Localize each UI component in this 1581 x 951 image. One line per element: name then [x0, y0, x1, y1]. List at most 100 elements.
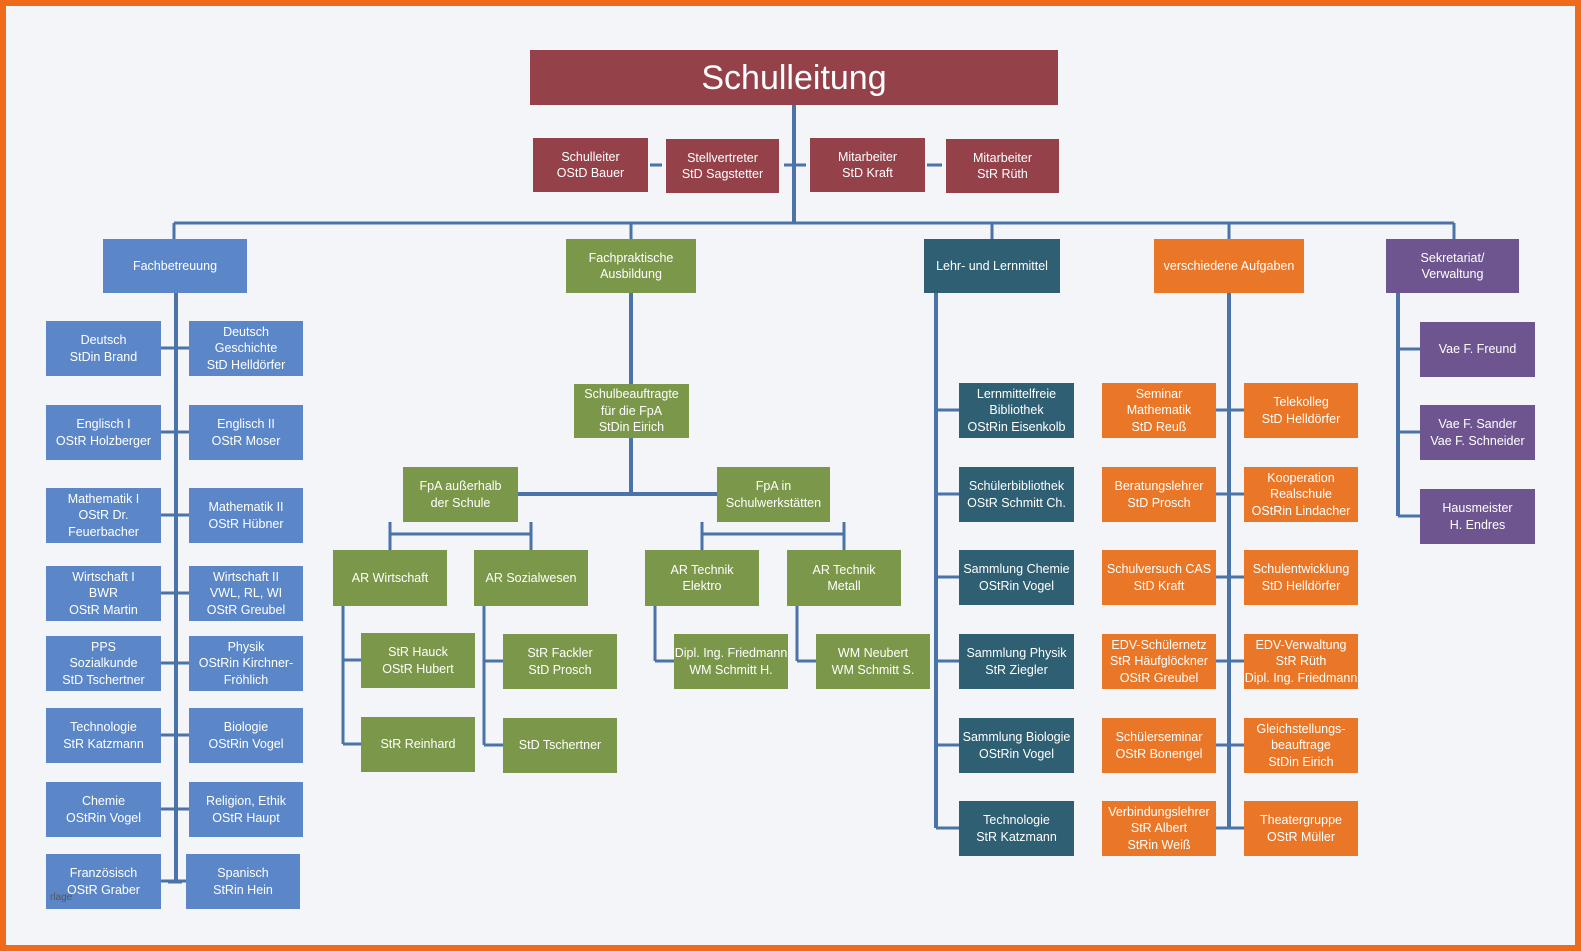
leadership-box-stellvertreter-line: StD Sagstetter — [681, 167, 764, 181]
aufgabe-box-line: Theatergruppe — [1259, 813, 1342, 827]
fachbetreuung-subject-box-line: StD Tschertner — [62, 672, 145, 687]
aufgabe-box-line: StD Prosch — [1127, 495, 1191, 510]
fpa-staff-box-line: StR Hauck — [388, 645, 448, 659]
fpa-schulbeauftragte-box-line: Schulbeauftragte — [584, 387, 679, 402]
fachbetreuung-subject-box-line: VWL, RL, WI — [209, 586, 283, 601]
fpa-staff-box-line: OStR Hubert — [382, 661, 454, 676]
fachbetreuung-subject-box-line: OStR Moser — [211, 433, 281, 448]
fachbetreuung-subject-box-line: Sozialkunde — [69, 656, 138, 671]
fachbetreuung-subject-box-line: OStR Greubel — [206, 602, 286, 617]
fachbetreuung-subject-box-line: Mathematik II — [208, 500, 284, 514]
sekretariat-staff-box-line: Vae F. Schneider — [1430, 433, 1525, 448]
fachbetreuung-subject-box-line: StR Katzmann — [63, 736, 144, 751]
fachbetreuung-subject-box-line: StRin Hein — [213, 882, 273, 897]
aufgabe-box-line: StD Kraft — [1133, 578, 1185, 593]
connector-lines — [161, 105, 1456, 884]
department-box-sekretariat: Sekretariat/Verwaltung — [1386, 239, 1519, 293]
fpa-ausserhalb-box-line: der Schule — [430, 495, 491, 510]
fachbetreuung-subject-box-line: OStR Hübner — [208, 516, 284, 531]
sekretariat-staff-box-line: Vae F. Sander — [1438, 417, 1517, 431]
fpa-werkstaetten-box-line: FpA in — [755, 479, 792, 493]
fachbetreuung-subject-box-line: Spanisch — [217, 866, 269, 880]
aufgabe-box-line: StR Häufglöckner — [1110, 654, 1208, 669]
fachbetreuung-subject-box-line: Geschichte — [214, 341, 278, 356]
fachbetreuung-subject-box-line: OStRin Kirchner- — [198, 656, 294, 671]
fachbetreuung-subject-box-line: Wirtschaft I — [72, 569, 135, 584]
fachbetreuung-subject-box-line: Französisch — [69, 866, 138, 880]
leadership-box-mitarbeiter-rueth-line: StR Rüth — [977, 167, 1028, 181]
aufgabe-box-line: OStR Müller — [1266, 829, 1336, 844]
lernmittel-box-line: StR Katzmann — [976, 829, 1057, 844]
fachbetreuung-subject-box-line: Wirtschaft II — [213, 569, 279, 584]
fpa-staff-box-line: StD Tschertner — [518, 738, 602, 753]
department-box-fachpraktische-ausbildung-line: Fachpraktische — [588, 250, 674, 265]
aufgabe-box-line: OStRin Lindacher — [1251, 503, 1351, 518]
aufgabe-box-line: StR Rüth — [1275, 654, 1327, 669]
fpa-staff-box: StD Tschertner — [503, 718, 617, 773]
aufgabe-box-line: Realschule — [1270, 487, 1332, 502]
fachbetreuung-subject-box-line: Englisch II — [217, 417, 275, 431]
sekretariat-staff-box-line: Vae F. Freund — [1438, 342, 1517, 357]
fachbetreuung-subject-box-line: Religion, Ethik — [206, 794, 286, 808]
leadership-box-schulleiter-line: OStD Bauer — [556, 166, 625, 180]
lernmittel-box-line: Lernmittelfreie — [976, 386, 1057, 401]
fachbetreuung-subject-box-line: Biologie — [223, 720, 269, 734]
ar-technik-metall-box-line: AR Technik — [812, 562, 876, 577]
leadership-box-stellvertreter-line: Stellvertreter — [687, 150, 758, 165]
aufgabe-box-line: Schülerseminar — [1115, 730, 1203, 744]
aufgabe-box-line: StD Reuß — [1131, 419, 1187, 434]
fpa-staff-box-line: StR Reinhard — [380, 737, 456, 752]
ar-technik-metall-box-line: Metall — [827, 579, 861, 593]
sekretariat-staff-box: Vae F. Freund — [1420, 322, 1535, 377]
fachbetreuung-subject-box-line: Mathematik I — [67, 491, 140, 506]
aufgabe-box-line: beauftrage — [1271, 738, 1331, 753]
lernmittel-box-line: OStRin Eisenkolb — [967, 419, 1066, 434]
watermark-text: rlage — [50, 892, 73, 903]
department-box-sekretariat-line: Verwaltung — [1421, 267, 1484, 281]
lernmittel-box-line: Sammlung Physik — [966, 646, 1067, 660]
ar-wirtschaft-box-line: AR Wirtschaft — [351, 570, 429, 585]
ar-technik-elektro-box-line: Elektro — [682, 579, 722, 593]
fpa-schulbeauftragte-box-line: StDin Eirich — [598, 420, 665, 435]
fachbetreuung-subject-box-line: OStR Holzberger — [55, 433, 152, 448]
department-box-lehr-und-lernmittel-line: Lehr- und Lernmittel — [936, 258, 1048, 273]
lernmittel-box-line: Sammlung Chemie — [963, 562, 1070, 576]
leadership-box-mitarbeiter-rueth-line: Mitarbeiter — [972, 150, 1033, 165]
aufgabe-box-line: Gleichstellungs- — [1256, 721, 1346, 736]
fachbetreuung-subject-box-line: OStRin Vogel — [208, 736, 284, 751]
aufgabe-box-line: OStR Greubel — [1119, 670, 1199, 685]
fachbetreuung-subject-box-line: Fröhlich — [223, 672, 269, 687]
department-box-sekretariat-line: Sekretariat/ — [1420, 250, 1485, 265]
fachbetreuung-subject-box-line: OStR Dr. — [78, 508, 129, 523]
aufgabe-box-line: Seminar — [1135, 386, 1183, 401]
aufgabe-box-line: StD Helldörfer — [1261, 411, 1341, 426]
fpa-staff-box-line: WM Neubert — [837, 646, 909, 660]
leadership-box-mitarbeiter-kraft-line: Mitarbeiter — [837, 149, 898, 164]
department-box-verschiedene-aufgaben: verschiedene Aufgaben — [1154, 239, 1304, 293]
fachbetreuung-subject-box-line: Physik — [227, 639, 265, 654]
schulleitung-title-line: Schulleitung — [701, 58, 887, 97]
schulleitung-title: Schulleitung — [530, 50, 1058, 105]
